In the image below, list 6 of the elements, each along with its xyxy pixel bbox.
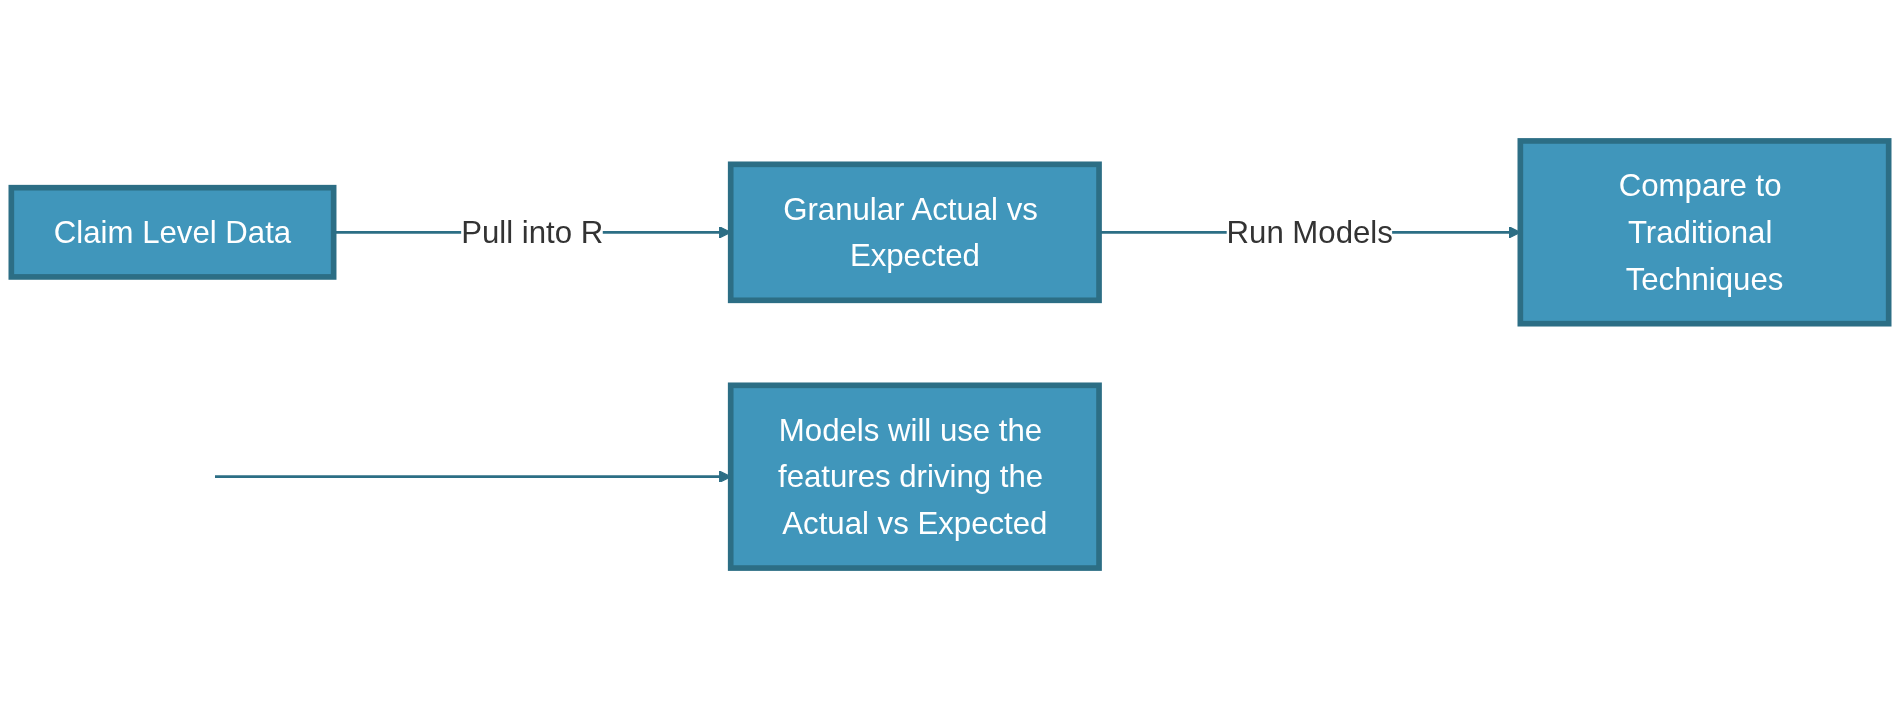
node-box: Claim Level Data bbox=[8, 184, 337, 280]
edge-label: Run Models bbox=[1226, 214, 1393, 251]
node-box: Compare to Traditional Techniques bbox=[1517, 138, 1892, 327]
node-box: Granular Actual vs Expected bbox=[727, 161, 1102, 304]
node-box: Models will use the features driving the Actual vs Expected bbox=[727, 382, 1102, 571]
edge-label: Pull into R bbox=[461, 214, 604, 251]
